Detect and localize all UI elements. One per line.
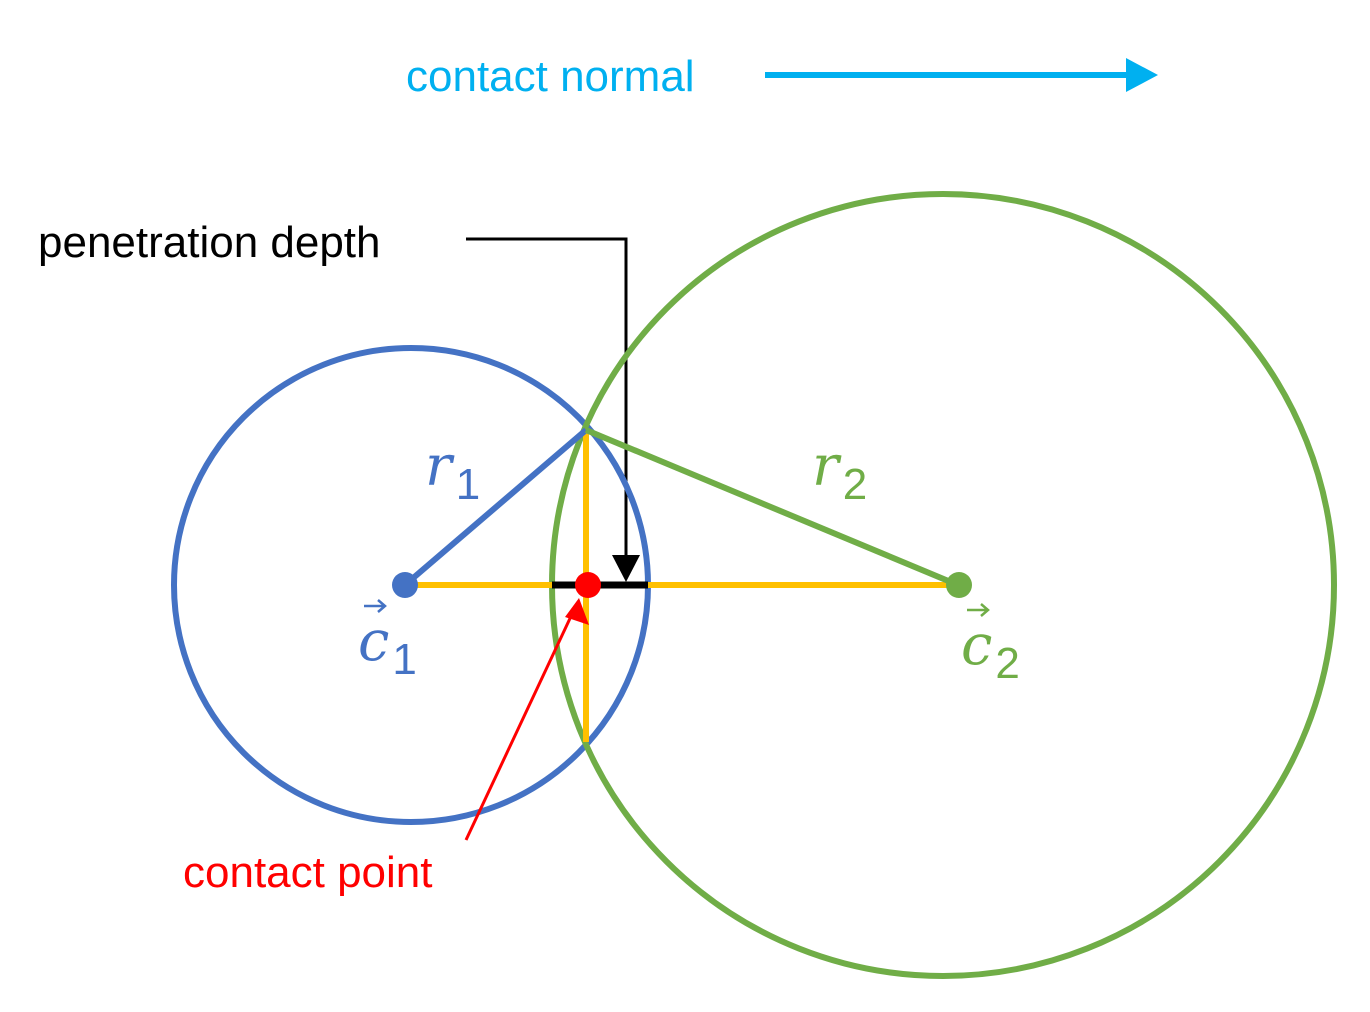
r2-subscript: 2	[843, 460, 867, 509]
penetration-depth-arrow-head	[612, 555, 640, 582]
radius-1-line	[403, 427, 588, 588]
r1-base: r	[425, 434, 455, 499]
penetration-depth-label: penetration depth	[38, 218, 381, 267]
center-1-point	[392, 572, 418, 598]
center-2-point	[946, 572, 972, 598]
c2-label-group: → c2	[961, 603, 1020, 688]
contact-normal-arrow-head	[1126, 58, 1158, 92]
contact-point-arrow-head	[565, 598, 589, 625]
radius-2-line	[584, 427, 960, 588]
c2-subscript: 2	[995, 639, 1019, 688]
c1-base: c	[358, 609, 389, 674]
c1-vector-arrow: →	[364, 599, 387, 613]
c1-subscript: 1	[392, 635, 416, 684]
c2-base: c	[961, 613, 992, 678]
contact-point-marker	[575, 572, 601, 598]
penetration-depth-leader	[466, 237, 628, 556]
c2-vector-arrow: →	[967, 603, 990, 617]
r1-label: r1	[425, 434, 480, 509]
c2-label: c2	[961, 613, 1020, 688]
c1-label: c1	[358, 609, 417, 684]
r2-base: r	[812, 434, 842, 499]
penetration-depth-group: penetration depth	[38, 218, 628, 556]
contact-point-leader	[464, 611, 575, 841]
r1-subscript: 1	[456, 460, 480, 509]
contact-normal-group: contact normal	[406, 52, 1158, 101]
contact-normal-label: contact normal	[406, 52, 695, 101]
r2-label: r2	[812, 434, 867, 509]
c1-label-group: → c1	[358, 599, 417, 684]
contact-point-label: contact point	[183, 848, 433, 897]
